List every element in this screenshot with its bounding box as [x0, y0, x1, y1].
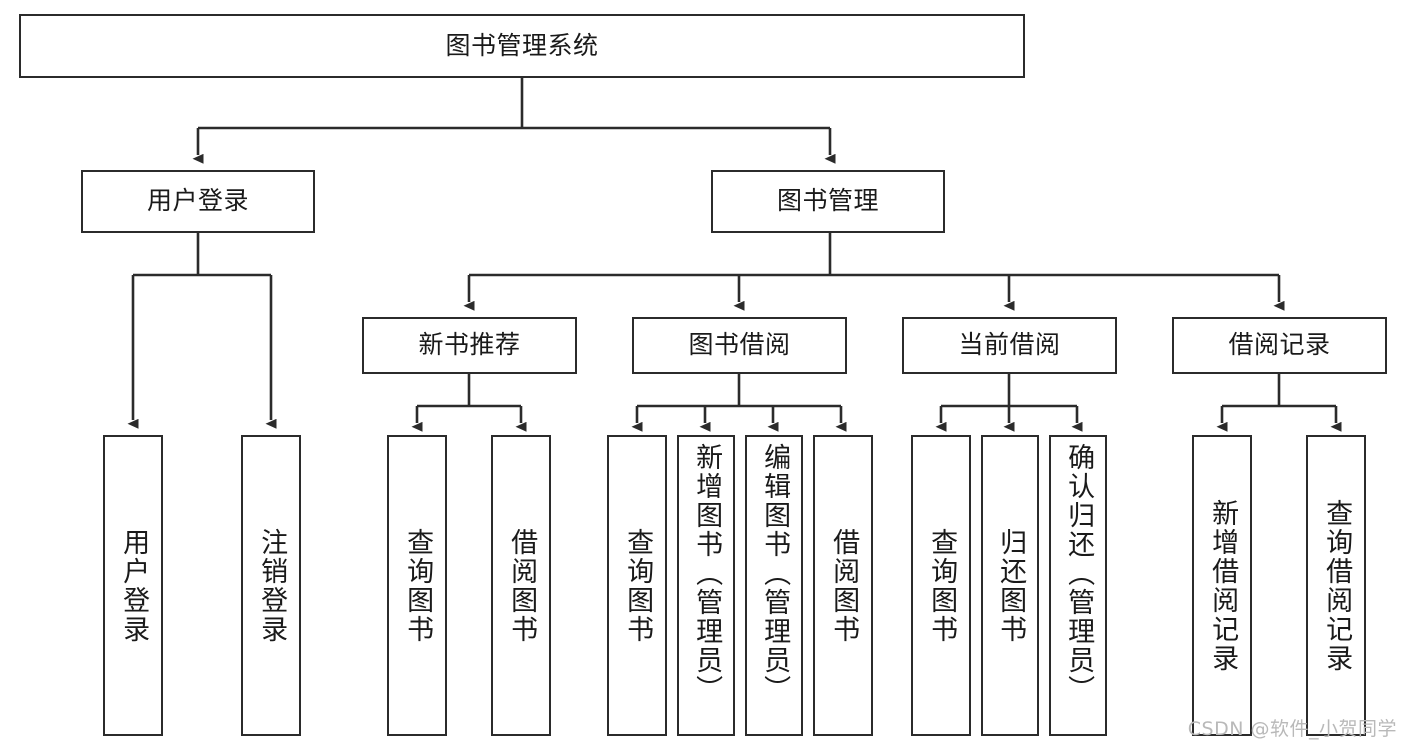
node-label: 借阅图书 [506, 527, 538, 644]
node-label: 新增图书（管理员） [691, 443, 723, 704]
node-label: 查询图书 [622, 527, 654, 644]
node-label: 图书管理 [776, 186, 879, 216]
leaf-edit-book-admin[interactable]: 编辑图书（管理员） [745, 435, 803, 736]
leaf-borrow-book[interactable]: 借阅图书 [813, 435, 873, 736]
leaf-add-book-admin[interactable]: 新增图书（管理员） [677, 435, 735, 736]
node-label: 确认归还（管理员） [1063, 443, 1095, 704]
node-label: 用户登录 [146, 186, 249, 216]
leaf-query-book-recommend[interactable]: 查询图书 [387, 435, 447, 736]
node-current-borrow[interactable]: 当前借阅 [902, 317, 1117, 374]
node-label: 注销登录 [256, 527, 288, 644]
node-label: 编辑图书（管理员） [759, 443, 791, 704]
node-label: 查询图书 [926, 527, 958, 644]
node-label: 借阅图书 [828, 527, 860, 644]
leaf-add-borrow-record[interactable]: 新增借阅记录 [1192, 435, 1252, 736]
node-label: 用户登录 [118, 527, 150, 644]
node-label: 查询借阅记录 [1321, 498, 1353, 673]
leaf-query-book-current[interactable]: 查询图书 [911, 435, 971, 736]
node-label: 查询图书 [402, 527, 434, 644]
leaf-query-borrow-record[interactable]: 查询借阅记录 [1306, 435, 1366, 736]
node-borrow-record[interactable]: 借阅记录 [1172, 317, 1387, 374]
csdn-watermark: CSDN @软件_小贺同学 [1187, 718, 1397, 740]
node-user-login[interactable]: 用户登录 [81, 170, 315, 233]
node-label: 新增借阅记录 [1207, 498, 1239, 673]
node-root-book-management-system[interactable]: 图书管理系统 [19, 14, 1025, 78]
leaf-query-book-borrow[interactable]: 查询图书 [607, 435, 667, 736]
node-label: 图书管理系统 [445, 30, 599, 60]
leaf-logout-login[interactable]: 注销登录 [241, 435, 301, 736]
leaf-user-login[interactable]: 用户登录 [103, 435, 163, 736]
node-label: 借阅记录 [1228, 330, 1331, 360]
node-book-borrow[interactable]: 图书借阅 [632, 317, 847, 374]
leaf-return-book[interactable]: 归还图书 [981, 435, 1039, 736]
leaf-borrow-book-recommend[interactable]: 借阅图书 [491, 435, 551, 736]
node-label: 新书推荐 [418, 330, 521, 360]
leaf-confirm-return-admin[interactable]: 确认归还（管理员） [1049, 435, 1107, 736]
node-new-book-recommend[interactable]: 新书推荐 [362, 317, 577, 374]
node-label: 当前借阅 [958, 330, 1061, 360]
node-label: 归还图书 [995, 527, 1027, 644]
node-label: 图书借阅 [688, 330, 791, 360]
node-book-management[interactable]: 图书管理 [711, 170, 945, 233]
